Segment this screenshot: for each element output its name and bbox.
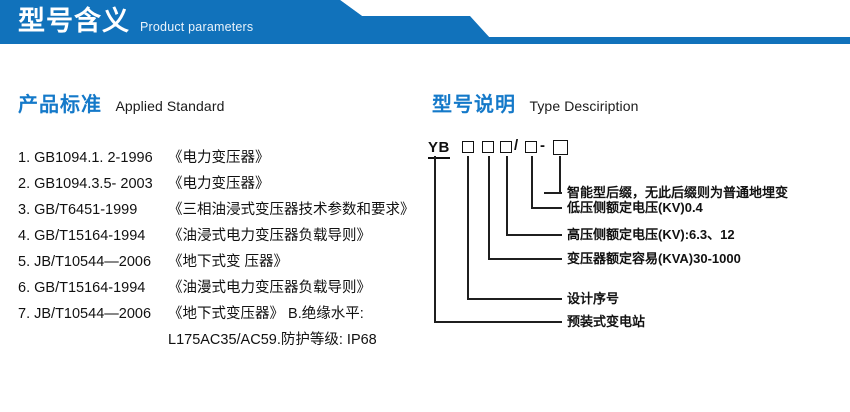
list-item: 4. GB/T15164-1994 《油浸式电力变压器负载导则》 bbox=[18, 223, 428, 249]
leader-line-rated-capacity-horizontal bbox=[488, 258, 562, 260]
applied-standard-heading: 产品标准 Applied Standard bbox=[18, 88, 224, 117]
model-code-box-5 bbox=[553, 140, 568, 155]
leader-line-substation-vertical bbox=[434, 156, 436, 323]
standards-continuation-line: L175AC35/AC59.防护等级: IP68 bbox=[168, 332, 377, 348]
standard-title-2: 《三相油浸式变压器技术参数和要求》 bbox=[168, 202, 415, 218]
list-item: 2. GB1094.3.5- 2003 《电力变压器》 bbox=[18, 171, 428, 197]
annotation-rated-capacity: 变压器额定容易(KVA)30-1000 bbox=[567, 251, 741, 266]
model-code-prefix: YB bbox=[428, 140, 450, 159]
standard-title-3: 《油浸式电力变压器负载导则》 bbox=[168, 228, 371, 244]
banner-title: 型号含义 bbox=[18, 6, 130, 36]
list-item: 1. GB1094.1. 2-1996 《电力变压器》 bbox=[18, 145, 428, 171]
standard-code-5: 6. GB/T15164-1994 bbox=[18, 280, 146, 296]
standard-title-6: 《地下式变压器》 B.绝缘水平: bbox=[168, 306, 364, 322]
type-description-heading-en: Type Desciription bbox=[529, 98, 639, 114]
leader-line-design-serial-vertical bbox=[467, 156, 469, 300]
list-item: 5. JB/T10544—2006 《地下式变 压器》 bbox=[18, 249, 428, 275]
leader-line-rated-capacity-vertical bbox=[488, 156, 490, 260]
standard-title-5: 《油漫式电力变压器负载导则》 bbox=[168, 280, 371, 296]
standard-title-1: 《电力变压器》 bbox=[168, 176, 270, 192]
standard-code-4: 5. JB/T10544—2006 bbox=[18, 254, 152, 270]
type-description-heading-cn: 型号说明 bbox=[432, 94, 516, 116]
standard-title-0: 《电力变压器》 bbox=[168, 150, 270, 166]
leader-line-smart-suffix-vertical bbox=[559, 156, 561, 194]
applied-standard-heading-cn: 产品标准 bbox=[18, 94, 102, 116]
annotation-design-serial: 设计序号 bbox=[567, 291, 620, 306]
list-item: 7. JB/T10544—2006 《地下式变压器》 B.绝缘水平: bbox=[18, 301, 428, 327]
standard-code-2: 3. GB/T6451-1999 bbox=[18, 202, 138, 218]
model-code-box-3 bbox=[500, 141, 512, 153]
model-code-box-4 bbox=[525, 141, 537, 153]
leader-line-substation-horizontal bbox=[434, 321, 562, 323]
list-item: 3. GB/T6451-1999 《三相油浸式变压器技术参数和要求》 bbox=[18, 197, 428, 223]
model-code-diagram: YB / - 智能型后缀，无此后缀则为普通地埋变 低压侧额定电压(KV)0.4 … bbox=[424, 137, 850, 340]
model-code-box-2 bbox=[482, 141, 494, 153]
standard-code-3: 4. GB/T15164-1994 bbox=[18, 228, 146, 244]
type-description-heading: 型号说明 Type Desciription bbox=[432, 88, 639, 117]
annotation-smart-suffix: 智能型后缀，无此后缀则为普通地埋变 bbox=[567, 185, 789, 200]
banner-background-shape bbox=[0, 0, 850, 44]
applied-standard-heading-en: Applied Standard bbox=[115, 98, 225, 114]
banner-subtitle: Product parameters bbox=[140, 20, 254, 34]
annotation-lv-voltage: 低压侧额定电压(KV)0.4 bbox=[567, 200, 703, 215]
standard-title-4: 《地下式变 压器》 bbox=[168, 254, 289, 270]
leader-line-design-serial-horizontal bbox=[467, 298, 562, 300]
standard-code-6: 7. JB/T10544—2006 bbox=[18, 306, 152, 322]
model-code-box-1 bbox=[462, 141, 474, 153]
leader-line-lv-voltage-horizontal bbox=[531, 207, 562, 209]
annotation-hv-voltage: 高压侧额定电压(KV):6.3、12 bbox=[567, 227, 735, 242]
leader-line-hv-voltage-horizontal bbox=[506, 234, 562, 236]
page-banner: 型号含义 Product parameters bbox=[0, 0, 850, 48]
annotation-substation: 预装式变电站 bbox=[567, 314, 646, 329]
leader-line-smart-suffix-joint bbox=[544, 192, 546, 194]
leader-line-smart-suffix-horizontal bbox=[545, 192, 562, 194]
standard-code-1: 2. GB1094.3.5- 2003 bbox=[18, 176, 153, 192]
standards-list: 1. GB1094.1. 2-1996 《电力变压器》 2. GB1094.3.… bbox=[18, 145, 428, 353]
standard-code-0: 1. GB1094.1. 2-1996 bbox=[18, 150, 153, 166]
leader-line-hv-voltage-vertical bbox=[506, 156, 508, 236]
model-code-slash: / bbox=[514, 137, 519, 154]
model-code-dash: - bbox=[540, 137, 545, 154]
leader-line-lv-voltage-vertical bbox=[531, 156, 533, 209]
list-item: 6. GB/T15164-1994 《油漫式电力变压器负载导则》 bbox=[18, 275, 428, 301]
